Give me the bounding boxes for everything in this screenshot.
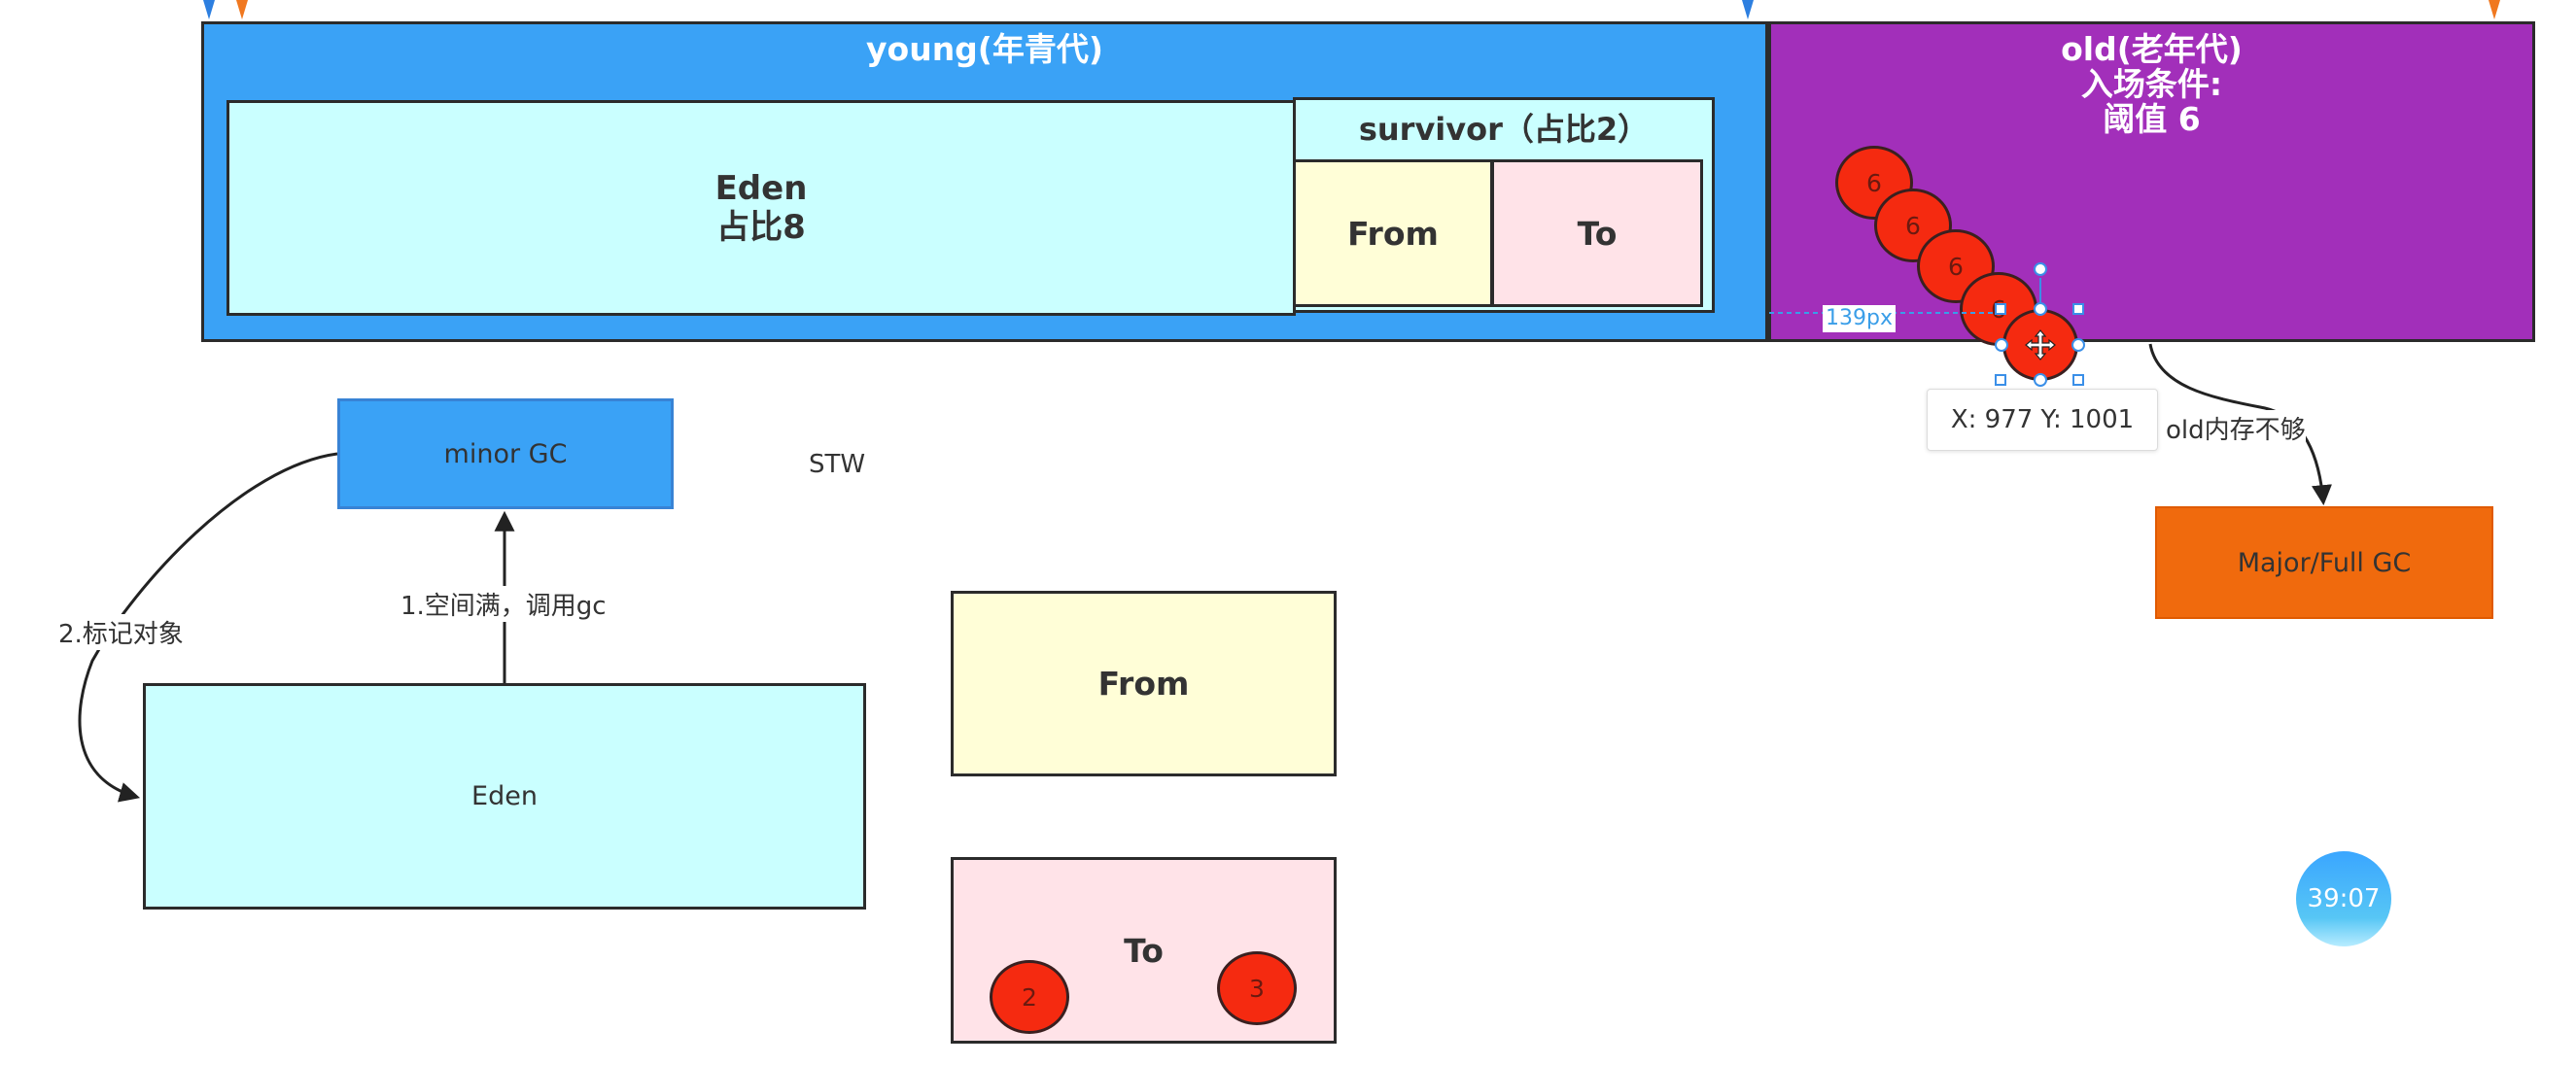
resize-handle-e[interactable] (2071, 338, 2085, 352)
from-bottom-label: From (1097, 665, 1190, 703)
eden-space-bottom[interactable]: Eden (143, 683, 866, 910)
resize-handle-n[interactable] (2034, 302, 2047, 316)
from-space-top[interactable]: From (1293, 159, 1493, 307)
from-space-bottom[interactable]: From (951, 591, 1337, 776)
old-object-1-label: 6 (1866, 168, 1882, 197)
resize-handle-ne[interactable] (2072, 303, 2084, 315)
resize-handle-s[interactable] (2034, 373, 2047, 387)
ruler-marker-old-end (2489, 0, 2500, 19)
resize-handle-sw[interactable] (1995, 374, 2006, 386)
survivor-label: survivor（占比2） (1358, 111, 1650, 148)
old-generation-title: old(老年代) 入场条件: 阈值 6 (2061, 30, 2243, 138)
distance-tooltip: 139px (1823, 305, 1896, 332)
ruler-marker-old-start (1742, 0, 1754, 19)
stw-label: STW (809, 450, 866, 479)
old-object-2-label: 6 (1905, 211, 1921, 240)
eden-space-top[interactable]: Eden 占比8 (226, 100, 1296, 316)
minor-gc-label: minor GC (443, 438, 568, 469)
old-object-1[interactable]: 6 (1835, 146, 1913, 220)
old-object-3[interactable]: 6 (1917, 229, 1995, 303)
from-top-label: From (1347, 214, 1439, 253)
ruler-marker-young-start-alt (236, 0, 248, 19)
ruler-markers (203, 0, 2500, 19)
ruler-marker-young-start (203, 0, 215, 19)
coordinate-tooltip: X: 977 Y: 1001 (1927, 389, 2158, 451)
resize-handle-w[interactable] (1995, 338, 2008, 352)
resize-handle-se[interactable] (2072, 374, 2084, 386)
major-gc-label: Major/Full GC (2237, 547, 2412, 578)
mark-objects-edge-label: 2.标记对象 (58, 614, 184, 650)
major-gc-node[interactable]: Major/Full GC (2155, 506, 2493, 619)
eden-top-name: Eden (714, 169, 808, 208)
to-object-1-label: 2 (1022, 982, 1037, 1012)
arrow-old-to-major-gc (2148, 343, 2332, 506)
old-object-2[interactable]: 6 (1874, 189, 1952, 262)
old-object-3-label: 6 (1948, 252, 1964, 281)
to-object-1[interactable]: 2 (990, 960, 1069, 1034)
to-object-2[interactable]: 3 (1217, 951, 1297, 1025)
eden-top-ratio: 占比8 (716, 208, 806, 247)
minor-gc-node[interactable]: minor GC (337, 398, 674, 509)
space-full-edge-label: 1.空间满，调用gc (400, 586, 607, 622)
resize-handle-nw[interactable] (1995, 303, 2006, 315)
move-cursor-icon (2025, 329, 2056, 361)
to-bottom-label: To (1124, 931, 1164, 970)
to-space-top[interactable]: To (1491, 159, 1703, 307)
eden-bottom-label: Eden (471, 781, 538, 811)
to-object-2-label: 3 (1249, 974, 1265, 1003)
young-generation-title: young(年青代) (866, 30, 1103, 68)
rotate-handle[interactable] (2034, 262, 2047, 276)
to-top-label: To (1577, 214, 1618, 253)
timer-badge[interactable]: 39:07 (2296, 851, 2391, 946)
old-not-enough-label: old内存不够 (2166, 410, 2306, 446)
